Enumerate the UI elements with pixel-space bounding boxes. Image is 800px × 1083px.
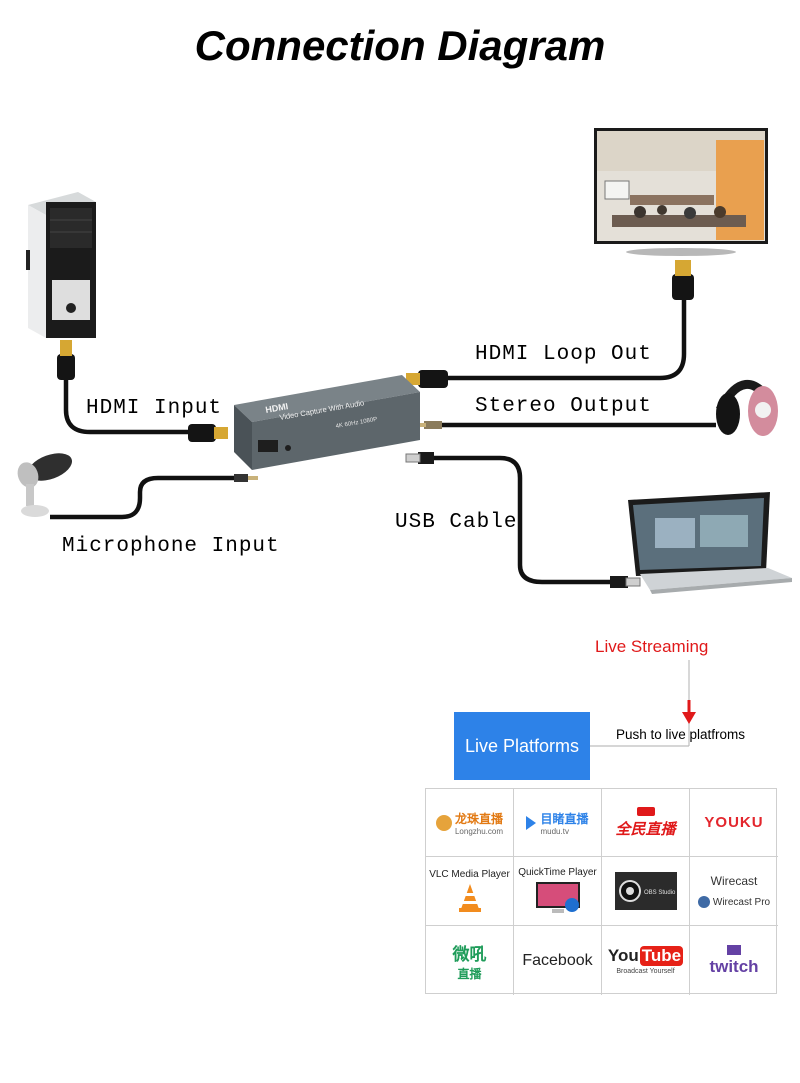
cables bbox=[50, 298, 716, 585]
live-streaming-title: Live Streaming bbox=[595, 637, 709, 656]
facebook-caption: Facebook bbox=[522, 951, 593, 969]
platform-wirecast: Wirecast Wirecast Pro bbox=[690, 857, 778, 926]
play-icon bbox=[526, 815, 537, 830]
obs-caption: OBS Studio bbox=[644, 890, 676, 896]
frog-icon bbox=[435, 814, 452, 831]
hdmi-connector-icon bbox=[406, 370, 448, 388]
stereo-output-label: Stereo Output bbox=[475, 395, 652, 418]
mudu-sub: mudu.tv bbox=[540, 826, 569, 836]
twitch-name: twitch bbox=[709, 956, 759, 976]
platform-weibo: 微吼 直播 bbox=[426, 926, 514, 995]
youku-name: YOUKU bbox=[704, 814, 764, 831]
vlc-cone-icon bbox=[458, 884, 481, 912]
weibo-name: 微吼 bbox=[452, 944, 487, 964]
hdmi-input-cable bbox=[63, 380, 190, 435]
device-brand: HDMI bbox=[265, 401, 289, 415]
monitor-icon bbox=[535, 882, 580, 913]
capture-device: HDMI Video Capture With Audio 4K 60Hz 10… bbox=[234, 375, 420, 470]
youtube-you: You bbox=[607, 946, 639, 965]
platform-grid: 龙珠直播 Longzhu.com 目睹直播 mudu.tv 全民直播 YOUKU… bbox=[425, 788, 778, 995]
platform-vlc: VLC Media Player bbox=[426, 857, 514, 926]
wirecast-pro: Wirecast Pro bbox=[712, 896, 771, 908]
push-label: Push to live platfroms bbox=[616, 727, 746, 742]
wirecast-icon bbox=[697, 896, 710, 908]
page-title: Connection Diagram bbox=[194, 22, 606, 69]
platform-quanmin: 全民直播 bbox=[602, 789, 690, 857]
platform-longzhu: 龙珠直播 Longzhu.com bbox=[426, 789, 514, 857]
hdmi-connector-icon bbox=[672, 260, 694, 300]
tv-icon bbox=[594, 128, 768, 256]
headphones-icon bbox=[716, 380, 778, 436]
youtube-tube: Tube bbox=[639, 946, 684, 966]
hdmi-connector-icon bbox=[57, 340, 75, 380]
platform-twitch: twitch bbox=[690, 926, 778, 995]
microphone-cable bbox=[50, 475, 238, 520]
audio-jack-icon bbox=[418, 421, 442, 429]
quicktime-caption: QuickTime Player bbox=[518, 867, 597, 878]
weibo-sub: 直播 bbox=[457, 966, 482, 981]
microphone-input-label: Microphone Input bbox=[62, 535, 280, 558]
usb-cable bbox=[432, 455, 612, 585]
hdmi-connector-icon bbox=[188, 424, 228, 442]
usb-plug-icon bbox=[610, 576, 641, 588]
platform-facebook: Facebook bbox=[514, 926, 602, 995]
laptop-icon bbox=[628, 492, 792, 594]
mudu-name: 目睹直播 bbox=[540, 811, 589, 826]
platform-youku: YOUKU bbox=[690, 789, 778, 857]
audio-jack-icon bbox=[234, 474, 258, 482]
usb-cable-label: USB Cable bbox=[395, 511, 518, 534]
hdmi-loop-out-label: HDMI Loop Out bbox=[475, 343, 652, 366]
longzhu-name: 龙珠直播 bbox=[454, 811, 503, 826]
hdmi-input-label: HDMI Input bbox=[86, 397, 223, 420]
youtube-sub: Broadcast Yourself bbox=[616, 968, 675, 975]
hdmi-loop-cable bbox=[448, 298, 687, 381]
microphone-icon bbox=[17, 453, 72, 517]
platform-obs: OBS Studio bbox=[602, 857, 690, 926]
platform-mudu: 目睹直播 mudu.tv bbox=[514, 789, 602, 857]
quanmin-name: 全民直播 bbox=[615, 820, 676, 838]
live-platforms-box: Live Platforms bbox=[454, 712, 590, 780]
twitch-chat-icon bbox=[727, 944, 741, 955]
vlc-caption: VLC Media Player bbox=[429, 869, 510, 880]
usb-plug-icon bbox=[405, 452, 434, 464]
live-arrow bbox=[590, 660, 696, 747]
longzhu-sub: Longzhu.com bbox=[454, 826, 504, 836]
platform-quicktime: QuickTime Player bbox=[514, 857, 602, 926]
platform-youtube: You Tube Broadcast Yourself bbox=[602, 926, 690, 995]
obs-icon: OBS Studio bbox=[614, 872, 677, 910]
live-badge-icon bbox=[636, 806, 655, 816]
wirecast-caption: Wirecast bbox=[710, 874, 758, 888]
pc-tower-icon bbox=[26, 192, 96, 338]
